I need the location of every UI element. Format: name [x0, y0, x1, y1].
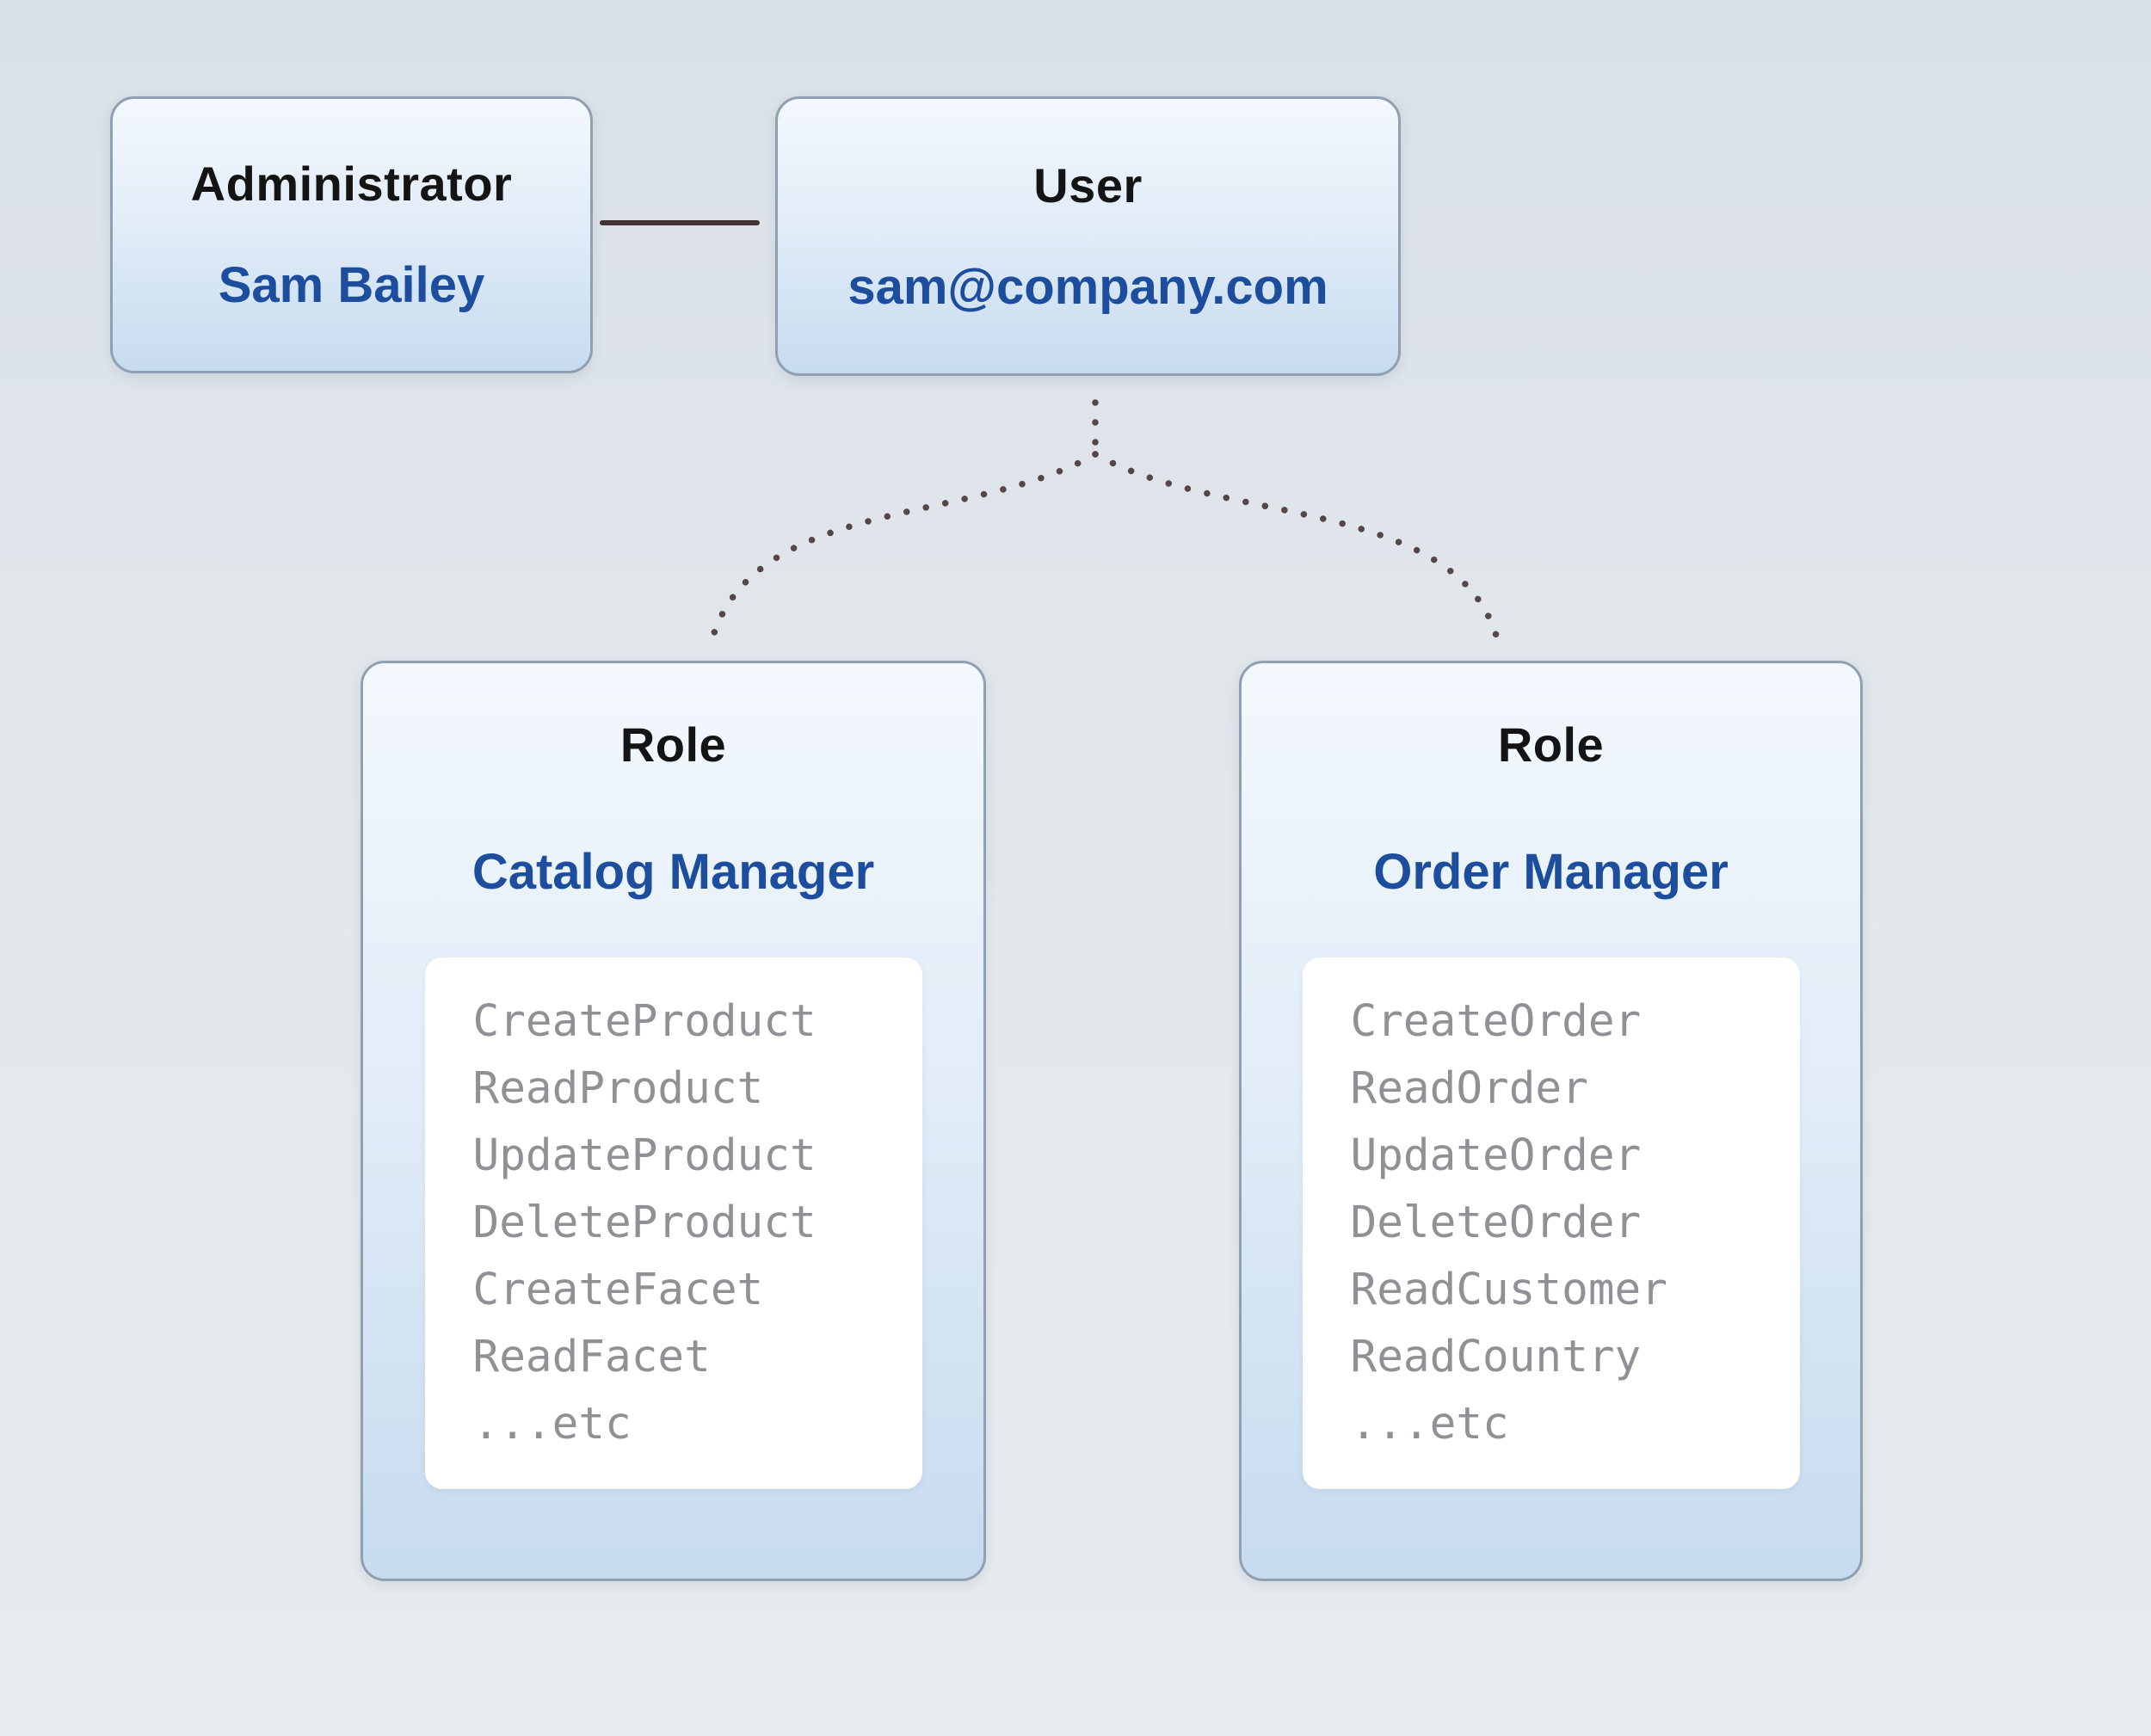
role-name: Order Manager [1373, 844, 1729, 900]
permission-item: CreateProduct [472, 996, 817, 1047]
permission-item: ReadCountry [1350, 1332, 1642, 1382]
permission-item: ...etc [472, 1399, 632, 1450]
permission-item: CreateFacet [472, 1265, 764, 1315]
role-node-catalog-manager: Role Catalog Manager CreateProduct ReadP… [361, 661, 986, 1581]
permission-item: UpdateOrder [1350, 1130, 1642, 1181]
permission-item: ...etc [1350, 1399, 1509, 1450]
role-name: Catalog Manager [471, 844, 875, 900]
connector-user-order-role [1092, 451, 1501, 642]
permission-item: DeleteOrder [1350, 1197, 1642, 1248]
role-node-order-manager: Role Order Manager CreateOrder ReadOrder… [1239, 661, 1863, 1581]
user-node: User sam@company.com [775, 96, 1401, 376]
permissions-panel: CreateProduct ReadProduct UpdateProduct … [424, 957, 922, 1489]
administrator-node: Administrator Sam Bailey [110, 96, 593, 373]
user-title: User [1033, 157, 1143, 212]
permission-item: ReadOrder [1350, 1063, 1588, 1114]
permission-item: UpdateProduct [472, 1130, 817, 1181]
role-title: Role [619, 717, 727, 772]
permissions-panel: CreateOrder ReadOrder UpdateOrder Delete… [1302, 957, 1800, 1489]
permission-item: ReadFacet [472, 1332, 711, 1382]
user-email: sam@company.com [847, 258, 1328, 315]
connector-user-catalog-role [709, 451, 1099, 642]
administrator-name: Sam Bailey [218, 257, 485, 313]
administrator-title: Administrator [190, 157, 513, 211]
permission-item: ReadProduct [472, 1063, 764, 1114]
permission-item: ReadCustomer [1350, 1265, 1667, 1315]
permission-item: CreateOrder [1350, 996, 1642, 1047]
permission-item: DeleteProduct [472, 1197, 817, 1248]
role-title: Role [1497, 717, 1605, 772]
